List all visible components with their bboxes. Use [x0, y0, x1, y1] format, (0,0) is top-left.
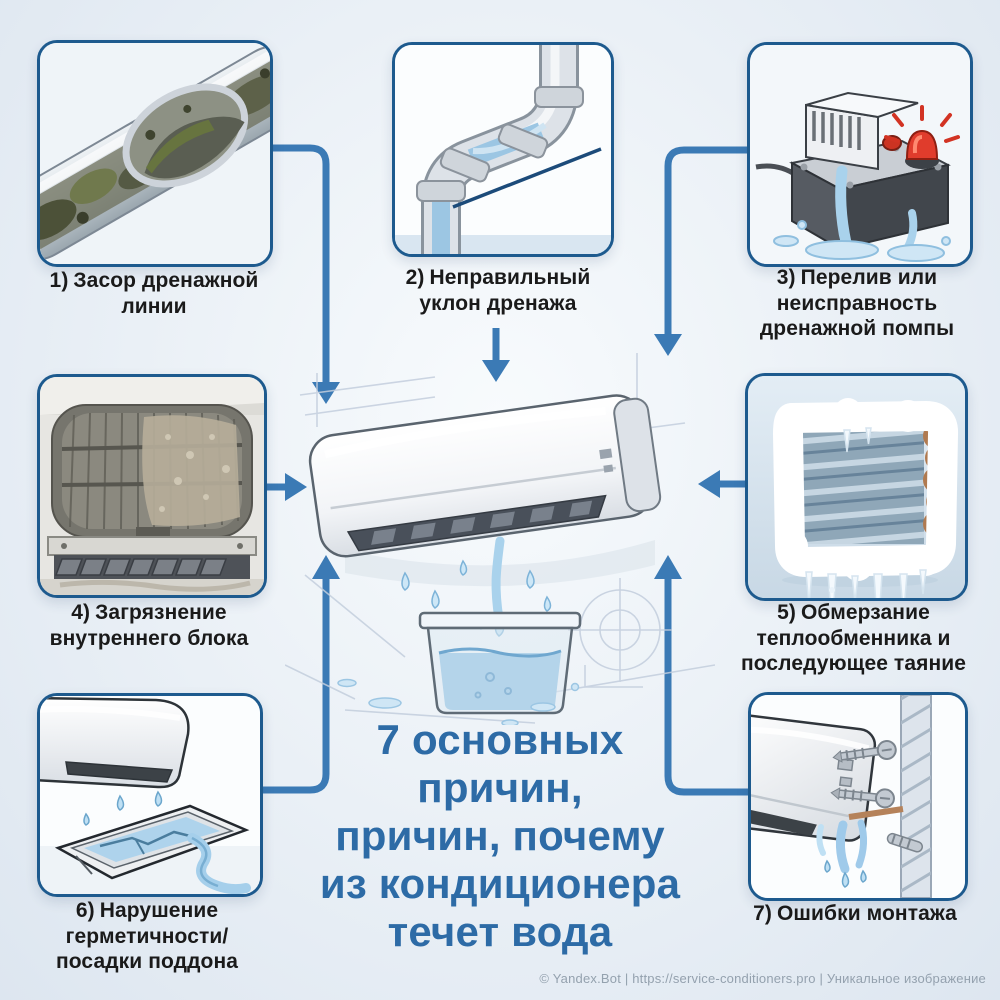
cause-text: Обмерзание теплообменника и последующее … [740, 601, 967, 676]
watermark: © Yandex.Bot | https://service-condition… [539, 971, 986, 986]
cause-label-7: 7)Ошибки монтажа [735, 901, 975, 927]
panel-clogged-drain-pipe [37, 40, 273, 267]
cause-number: 4) [71, 601, 91, 624]
title-line: течет вода [387, 907, 613, 955]
icicles [805, 427, 927, 598]
arrow-head-5 [698, 470, 720, 498]
page-title: 7 основных причин, причин, почему из кон… [290, 716, 710, 955]
arrow-head-3 [654, 334, 682, 356]
leaking-drain-pan-illustration [40, 696, 260, 894]
screws [830, 739, 924, 853]
water-stream [491, 536, 505, 624]
cause-label-5: 5)Обмерзание теплообменника и последующе… [736, 600, 971, 677]
water-container [418, 611, 582, 715]
title-line: причин, [417, 763, 583, 811]
wall-strip [900, 695, 932, 898]
alarm-glow-rays [884, 105, 960, 143]
arrow-head-7 [654, 555, 682, 579]
copper-pipe [848, 806, 904, 820]
panel-leaking-drain-pan [37, 693, 263, 897]
wrong-drain-slope-illustration [395, 45, 611, 254]
cause-text: Перелив или неисправность дренажной помп… [759, 266, 955, 341]
cause-label-6: 6)Нарушение герметичности/ посадки поддо… [36, 898, 258, 975]
cause-number: 2) [405, 266, 425, 289]
installation-errors-illustration [751, 695, 965, 898]
cause-number: 3) [776, 266, 796, 289]
cause-number: 7) [753, 902, 772, 925]
panel-frozen-heat-exchanger [745, 373, 968, 601]
panel-installation-errors [748, 692, 968, 901]
cracked-pan [54, 804, 250, 880]
ac-indoor-unit [308, 394, 662, 558]
wall-shadow [345, 540, 655, 587]
cause-text: Ошибки монтажа [776, 902, 957, 925]
floor-splashes [337, 678, 580, 725]
arrow-head-2 [482, 360, 510, 382]
cause-number: 1) [49, 269, 69, 292]
arrow-head-6 [312, 555, 340, 579]
frozen-heat-exchanger-illustration [748, 376, 965, 598]
leaking-ac-center-illustration [285, 353, 715, 725]
arrow-head-1 [312, 382, 340, 404]
cause-label-2: 2)Неправильный уклон дренажа [392, 265, 604, 316]
ac-unit-corner [40, 696, 190, 789]
drips [83, 790, 163, 826]
arrow-head-4 [285, 473, 307, 501]
drain-pump-illustration [750, 45, 970, 264]
cause-number: 5) [777, 601, 796, 624]
title-line: причин, почему [335, 811, 665, 859]
panel-wrong-drain-slope [392, 42, 614, 257]
slope-reference-line [452, 147, 602, 209]
cause-number: 6) [75, 899, 95, 922]
cause-text: Неправильный уклон дренажа [419, 266, 591, 315]
arrow-line-1 [266, 144, 330, 384]
panel-drain-pump-overflow [747, 42, 973, 267]
cause-label-4: 4)Загрязнение внутреннего блока [34, 600, 264, 651]
cause-label-1: 1)Засор дренажной линии [25, 268, 283, 319]
arrow-line-7 [664, 577, 750, 796]
cause-text: Нарушение герметичности/ посадки поддона [55, 899, 239, 974]
cause-text: Засор дренажной линии [73, 269, 259, 318]
ac-unit-tilted [751, 713, 877, 842]
dirty-indoor-unit-illustration [40, 377, 264, 595]
title-line: из кондиционера [319, 859, 681, 907]
cause-label-3: 3)Перелив или неисправность дренажной по… [742, 265, 972, 342]
panel-dirty-indoor-unit [37, 374, 267, 598]
cause-text: Загрязнение внутреннего блока [49, 601, 249, 650]
title-line: 7 основных [376, 716, 624, 763]
leak-water [816, 819, 868, 888]
clogged-drain-pipe-illustration [40, 43, 270, 264]
arrow-line-3 [664, 146, 748, 336]
arrow-line-6 [255, 577, 330, 794]
